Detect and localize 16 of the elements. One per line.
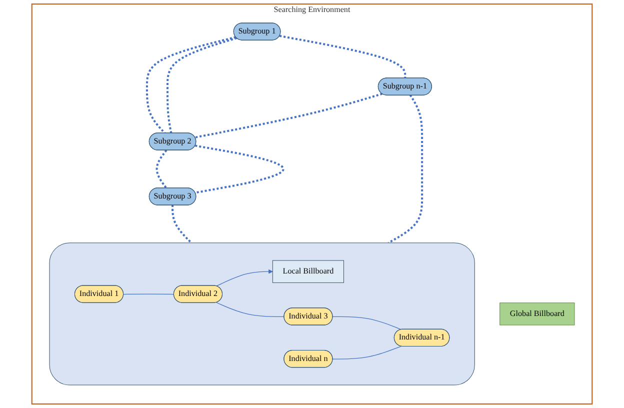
arrow [216, 269, 273, 286]
connector [156, 150, 168, 189]
connector [194, 92, 382, 138]
connector [332, 346, 402, 360]
cluster [49, 242, 475, 386]
connector [195, 144, 284, 194]
connector [123, 294, 174, 295]
connector [332, 316, 402, 330]
connector [388, 94, 424, 244]
connector [146, 36, 236, 134]
node-box: Local Billboard [272, 260, 344, 283]
connector [279, 34, 406, 78]
connector [166, 37, 237, 134]
connector [172, 205, 192, 244]
node-box: Global Billboard [500, 302, 575, 326]
connector [216, 302, 285, 318]
